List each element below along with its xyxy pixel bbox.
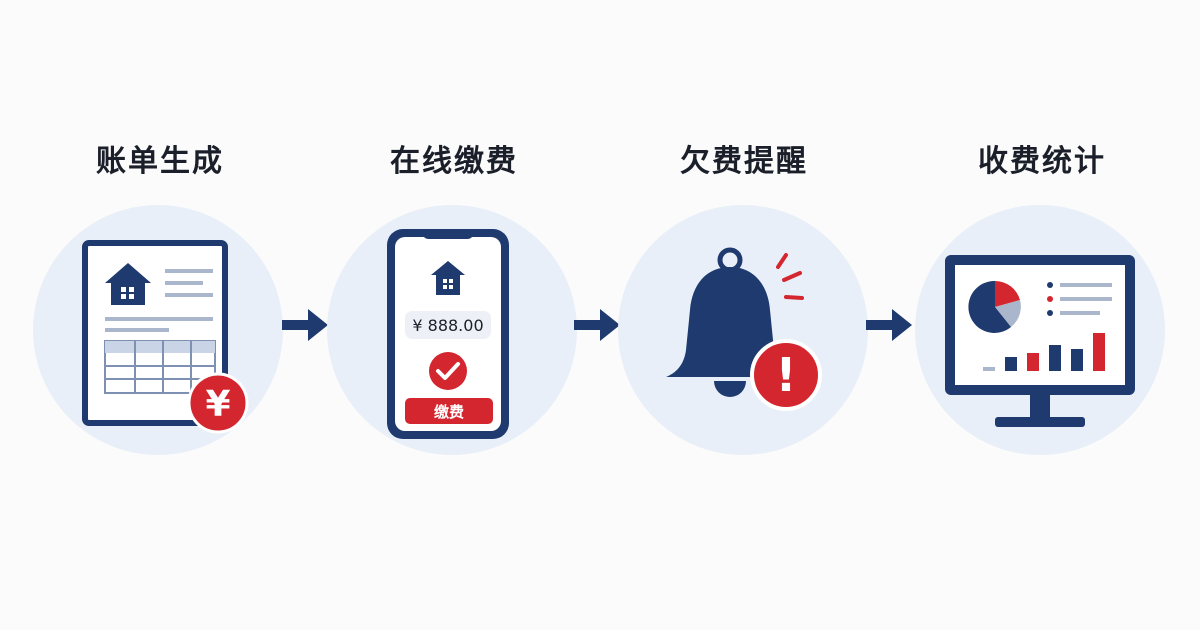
arrow-right-icon <box>574 309 620 341</box>
step-circle-statistics <box>915 205 1165 455</box>
step-circle-bill: ¥ <box>33 205 283 455</box>
pay-button[interactable] <box>405 398 493 424</box>
step-title-bill: 账单生成 <box>96 144 224 179</box>
arrow-right-icon <box>866 309 912 341</box>
check-circle-icon <box>429 352 467 390</box>
step-title-payment: 在线缴费 <box>390 144 518 179</box>
alert-mark: ! <box>776 348 797 402</box>
yen-badge-symbol: ¥ <box>205 384 230 425</box>
payment-amount: ¥ 888.00 <box>412 316 483 335</box>
arrow-right-icon <box>282 309 328 341</box>
monitor-chart-icon <box>945 255 1135 427</box>
step-title-statistics: 收费统计 <box>978 144 1106 179</box>
step-circle-payment: ¥ 888.00 缴费 <box>327 205 577 455</box>
invoice-yen-icon: ¥ <box>82 240 249 434</box>
bell-alert-icon: ! <box>666 247 822 411</box>
alert-badge <box>750 339 822 411</box>
yen-badge <box>187 372 249 434</box>
step-circle-reminder: ! <box>618 205 868 455</box>
pay-button-label[interactable]: 缴费 <box>434 403 464 421</box>
step-title-reminder: 欠费提醒 <box>680 144 808 179</box>
phone-payment-icon: ¥ 888.00 缴费 <box>387 229 509 439</box>
